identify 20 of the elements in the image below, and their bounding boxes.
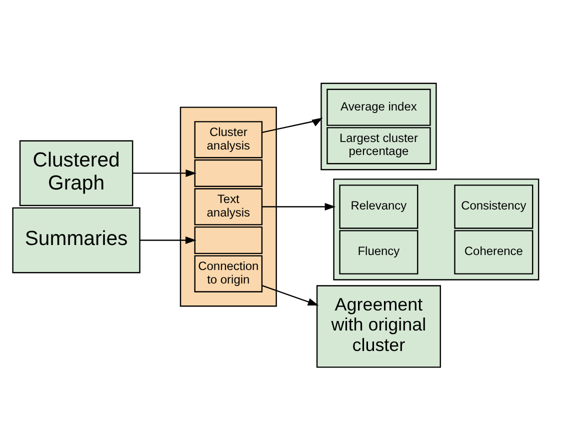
arrow [132, 169, 197, 177]
node-box: Largest cluster percentage [326, 127, 431, 164]
cluster [333, 178, 540, 280]
arrow [140, 236, 196, 244]
cluster [320, 82, 437, 170]
node-box: Average index [326, 88, 431, 126]
node-box: Fluency [339, 230, 418, 274]
node-box [194, 226, 263, 254]
node-box: Cluster analysis [194, 121, 263, 158]
node-box: Connection to origin [194, 255, 263, 292]
node-box: Coherence [454, 230, 534, 274]
arrow [262, 202, 336, 210]
node-box: Summaries [12, 207, 140, 274]
node-box: Clustered Graph [19, 140, 134, 206]
node-box: Text analysis [194, 188, 263, 226]
node-box: Agreement with original cluster [316, 285, 441, 368]
node-box: Consistency [454, 184, 534, 229]
node-box [194, 159, 263, 187]
node-box: Relevancy [339, 184, 418, 229]
cluster [180, 106, 277, 307]
